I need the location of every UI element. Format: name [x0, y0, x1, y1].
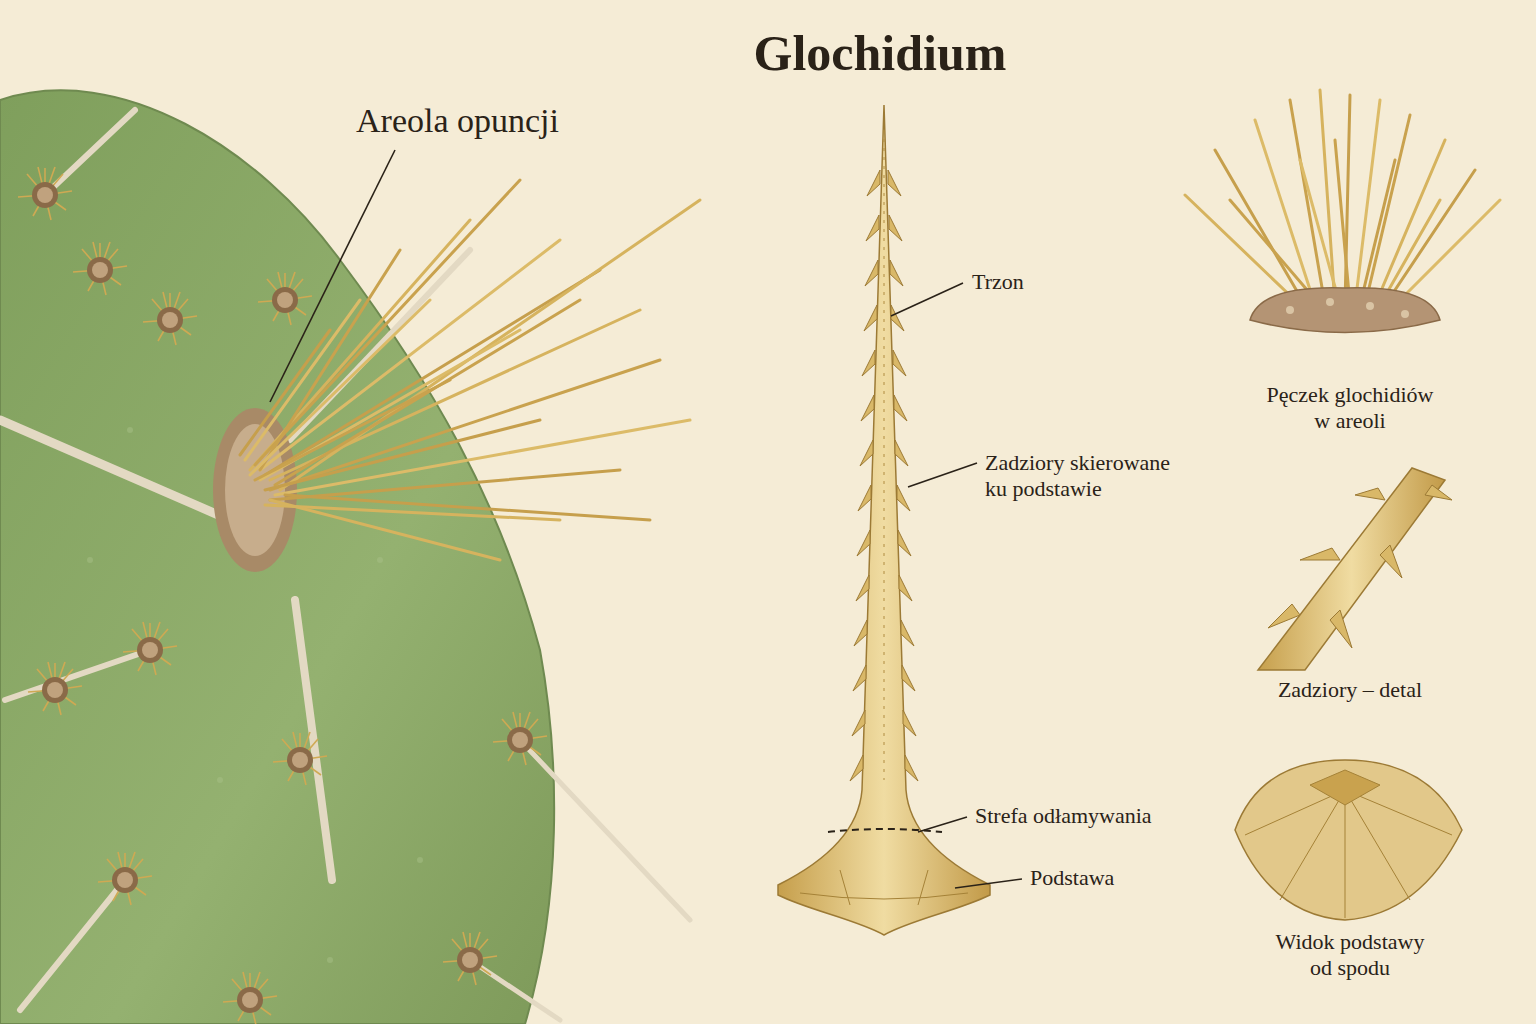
diagram-title: Glochidium	[754, 23, 1007, 83]
part-label: Podstawa	[1030, 865, 1114, 891]
part-label: Zadziory – detal	[1278, 677, 1422, 703]
part-label: Zadziory skierowane ku podstawie	[985, 450, 1185, 503]
part-label: Strefa odłamywania	[975, 803, 1152, 829]
part-label: Pęczek glochidiów w areoli	[1260, 382, 1440, 435]
part-label: Areola opuncji	[356, 101, 559, 142]
part-label: Widok podstawy od spodu	[1268, 929, 1433, 982]
part-label: Trzon	[972, 269, 1024, 295]
